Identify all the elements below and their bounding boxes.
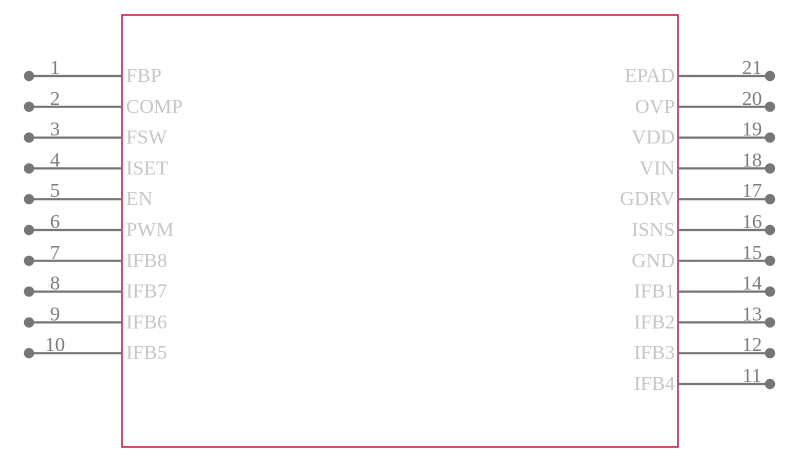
pin-11: 11 IFB4 [634, 365, 776, 395]
pin-number: 11 [742, 365, 761, 387]
pin-number: 1 [50, 57, 60, 79]
pin-name: COMP [126, 96, 183, 118]
pin-name: GDRV [620, 188, 676, 210]
pin-number: 17 [742, 180, 762, 202]
pin-name: IFB1 [634, 281, 675, 303]
pin-terminal-dot [23, 348, 35, 359]
pin-name: IFB3 [634, 342, 675, 364]
pin-terminal-dot [764, 348, 776, 359]
pin-name: IFB4 [634, 373, 675, 395]
pin-terminal-dot [764, 286, 776, 297]
left-pins: 1 FBP 2 COMP 3 FSW 4 ISET 5 EN 6 PWM 7 IFB8 8 IFB7 9 IFB6… [23, 57, 183, 364]
pin-12: 12 IFB3 [634, 334, 776, 364]
pin-18: 18 VIN [639, 149, 776, 179]
pin-name: IFB5 [126, 342, 167, 364]
pin-1: 1 FBP [23, 57, 162, 87]
pin-7: 7 IFB8 [23, 242, 167, 272]
pin-terminal-dot [764, 317, 776, 328]
pin-number: 16 [742, 211, 762, 233]
pin-name: IFB7 [126, 281, 167, 303]
pin-5: 5 EN [23, 180, 153, 210]
pin-number: 6 [50, 211, 60, 233]
pin-name: GND [632, 250, 675, 272]
pin-3: 3 FSW [23, 119, 167, 149]
pin-16: 16 ISNS [632, 211, 776, 241]
pin-terminal-dot [23, 132, 35, 143]
pin-number: 15 [742, 242, 762, 264]
pin-name: FSW [126, 127, 167, 149]
pin-number: 8 [50, 273, 60, 295]
pin-terminal-dot [764, 378, 776, 390]
pin-number: 14 [742, 273, 762, 295]
pin-terminal-dot [764, 132, 776, 143]
pin-number: 10 [45, 334, 65, 356]
pin-9: 9 IFB6 [23, 303, 167, 333]
pin-name: ISNS [632, 219, 675, 241]
right-pins: 21EPAD20OVP19VDD18VIN17GDRV16ISNS15GND14… [620, 57, 776, 395]
pin-terminal-dot [23, 101, 35, 113]
pin-20: 20 OVP [635, 88, 776, 118]
pin-number: 19 [742, 119, 762, 141]
pin-terminal-dot [764, 163, 776, 174]
pin-number: 21 [742, 57, 762, 79]
pin-number: 4 [50, 149, 60, 171]
pin-15: 15 GND [632, 242, 776, 272]
pin-number: 2 [50, 88, 60, 110]
pin-name: VDD [632, 127, 675, 149]
pin-number: 12 [742, 334, 762, 356]
pin-name: ISET [126, 157, 168, 179]
pin-terminal-dot [23, 163, 35, 174]
ic-body-outline [121, 14, 679, 448]
pin-number: 13 [742, 303, 762, 325]
pin-terminal-dot [764, 194, 776, 205]
pin-name: FBP [126, 65, 162, 87]
pin-terminal-dot [23, 317, 35, 328]
pin-number: 3 [50, 119, 60, 141]
pin-number: 5 [50, 180, 60, 202]
pin-19: 19 VDD [632, 119, 776, 149]
pin-terminal-dot [764, 70, 776, 82]
pin-name: IFB2 [634, 311, 675, 333]
pin-name: IFB8 [126, 250, 167, 272]
pin-4: 4 ISET [23, 149, 168, 179]
pin-terminal-dot [23, 224, 35, 236]
pin-name: EN [126, 188, 153, 210]
pin-number: 9 [50, 303, 60, 325]
pin-name: PWM [126, 219, 174, 241]
pin-17: 17 GDRV [620, 180, 776, 210]
pin-number: 18 [742, 149, 762, 171]
pin-2: 2 COMP [23, 88, 183, 118]
pin-8: 8 IFB7 [23, 273, 167, 303]
pin-terminal-dot [23, 194, 35, 205]
pin-terminal-dot [23, 255, 35, 266]
pin-name: IFB6 [126, 311, 167, 333]
pin-terminal-dot [764, 101, 776, 113]
pin-13: 13 IFB2 [634, 303, 776, 333]
pin-name: VIN [639, 157, 675, 179]
pin-number: 20 [742, 88, 762, 110]
pin-terminal-dot [764, 255, 776, 266]
pin-10: 10 IFB5 [23, 334, 167, 364]
pin-terminal-dot [23, 70, 35, 82]
pin-name: OVP [635, 96, 675, 118]
pin-21: 21 EPAD [625, 57, 776, 87]
pin-14: 14 IFB1 [634, 273, 776, 303]
pin-name: EPAD [625, 65, 675, 87]
pin-6: 6 PWM [23, 211, 174, 241]
pin-terminal-dot [764, 224, 776, 236]
pin-terminal-dot [23, 286, 35, 297]
pin-number: 7 [50, 242, 60, 264]
